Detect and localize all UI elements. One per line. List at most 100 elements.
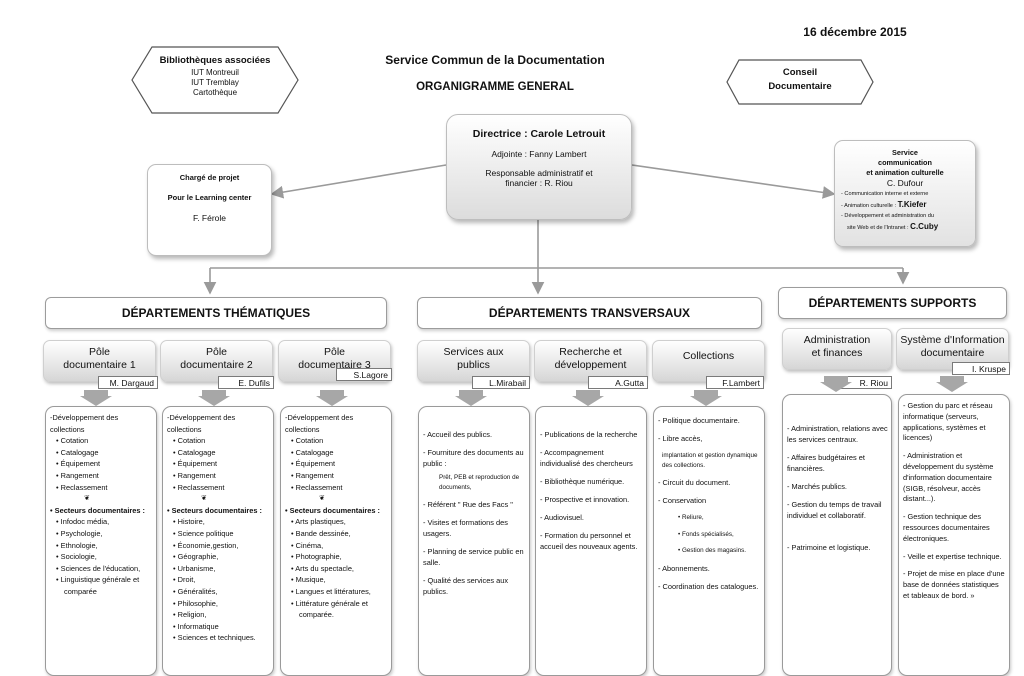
pole2-secteur: • Religion, xyxy=(173,610,207,620)
pole3-secteur: • Photographie, xyxy=(291,552,342,562)
pole2-secteur-text: Économie,gestion, xyxy=(177,540,239,550)
collections-conservation-sub-text: Fonds spécialisés, xyxy=(681,530,734,538)
collections-content: - Politique documentaire. - Libre accès,… xyxy=(653,406,765,676)
ornament-icon: ❦ xyxy=(84,495,90,503)
communication-item-name: T.Kiefer xyxy=(897,199,927,209)
pole1-intro-2: collections xyxy=(50,424,85,434)
pole3-secteur: • Arts du spectacle, xyxy=(291,563,354,573)
bibliotheques-item: IUT Montreuil xyxy=(191,68,239,77)
pole-label-1: Collections xyxy=(682,350,735,362)
communication-item: site Web et de l'Intranet : C.Cuby xyxy=(841,222,975,234)
pole2-secteur: • Économie,gestion, xyxy=(173,540,239,550)
services-sub: Prêt, PEB et reproduction de documents, xyxy=(439,474,520,491)
pole3-intro-1: -Développement des xyxy=(285,413,354,422)
pole2-secteur: • Science politique xyxy=(173,528,234,538)
collections-conservation-sub-text: Gestion des magasins. xyxy=(681,547,747,554)
administration-item: - Marchés publics. xyxy=(787,482,847,491)
pole1-secteur-text: Linguistique générale et xyxy=(60,575,140,585)
dept-thematiques: DÉPARTEMENTS THÉMATIQUES xyxy=(45,297,387,329)
pole2-secteur: • Philosophie, xyxy=(173,598,218,608)
projet-line2: Pour le Learning center xyxy=(167,193,252,202)
pole2-item: • Catalogage xyxy=(173,447,216,457)
communication-item: - Animation culturelle : T.Kiefer xyxy=(841,200,975,212)
pole3-item-text: Catalogage xyxy=(295,447,334,457)
recherche-content: - Publications de la recherche - Accompa… xyxy=(535,406,647,676)
pole3-item-text: Équipement xyxy=(295,459,336,469)
pole3-secteur: • Langues et littératures, xyxy=(291,586,371,596)
pole-label-1: Recherche et xyxy=(559,346,622,358)
pole3-secteur-text: Bande dessinée, xyxy=(295,528,351,538)
pole2-secteur-text: Droit, xyxy=(177,575,196,585)
collections-item: - Libre accès, xyxy=(658,434,703,443)
direction-box: Directrice : Carole Letrouit Adjointe : … xyxy=(446,114,632,220)
conseil-line2: Documentaire xyxy=(768,81,832,92)
down-arrow-icon xyxy=(572,390,604,406)
communication-item-text: - Développement et administration du xyxy=(841,213,934,219)
ornament-icon: ❦ xyxy=(201,495,207,503)
down-arrow-icon xyxy=(936,376,968,392)
communication-head: C. Dufour xyxy=(886,178,924,188)
pole1-secteurs-title: • Secteurs documentaires : xyxy=(50,505,146,515)
service-title: Service Commun de la Documentation xyxy=(385,53,605,67)
sid-item: - Administration et développement du sys… xyxy=(903,451,994,504)
pole-label-1: Services aux xyxy=(443,346,504,358)
pole1-secteur-text: Sociologie, xyxy=(60,552,97,562)
pole1-secteur: • Ethnologie, xyxy=(56,540,98,550)
collections-item: - Politique documentaire. xyxy=(658,416,740,425)
sid-item: - Gestion du parc et réseau informatique… xyxy=(903,401,993,443)
direction-responsable-1: Responsable administratif et xyxy=(485,168,593,178)
pole2-secteur-text: Informatique xyxy=(177,621,219,631)
pole-label-1: Système d'Information xyxy=(900,334,1005,346)
down-arrow-icon xyxy=(690,390,722,406)
pole2-secteur: • Urbanisme, xyxy=(173,563,216,573)
pole1-secteur: • Sciences de l'éducation, xyxy=(56,563,141,573)
pole2-secteurs-title: • Secteurs documentaires : xyxy=(167,505,263,515)
pole-tag: M. Dargaud xyxy=(98,376,158,389)
ornament-icon: ❦ xyxy=(319,495,325,503)
services-item: - Référent " Rue des Facs " xyxy=(423,500,513,509)
pole2-item: • Rangement xyxy=(173,470,216,480)
services-item: - Planning de service public en salle. xyxy=(423,547,524,567)
collections-conservation-sub: • Gestion des magasins. xyxy=(678,547,747,554)
services-item: - Accueil des publics. xyxy=(423,430,493,439)
pole3-secteur-text: Musique, xyxy=(295,575,326,585)
pole2-item: • Cotation xyxy=(173,436,206,446)
pole-label-2: développement xyxy=(554,359,627,371)
collections-item: - Abonnements. xyxy=(658,563,710,573)
pole2-secteur: • Sciences et techniques. xyxy=(173,633,256,643)
services-item: - Visites et formations des usagers. xyxy=(423,518,508,538)
sid-item: - Projet de mise en place d'une base de … xyxy=(903,569,1005,600)
pole1-item: • Reclassement xyxy=(56,482,108,492)
recherche-item: - Audiovisuel. xyxy=(540,513,584,522)
pole1-item: • Catalogage xyxy=(56,447,99,457)
pole1-secteur: • Infodoc média, xyxy=(56,517,110,527)
communication-box: Service communication et animation cultu… xyxy=(834,140,976,247)
pole2-item-text: Catalogage xyxy=(177,447,216,457)
dept-transversaux: DÉPARTEMENTS TRANSVERSAUX xyxy=(417,297,762,329)
communication-title-1: Service xyxy=(892,148,918,157)
pole1-intro-1: -Développement des xyxy=(50,413,119,422)
direction-title: Directrice : Carole Letrouit xyxy=(472,128,606,140)
communication-title-2: communication xyxy=(878,158,932,167)
pole3-secteur-text: Langues et littératures, xyxy=(295,586,371,596)
pole-box: Administration et finances xyxy=(782,328,892,370)
down-arrow-icon xyxy=(198,390,230,406)
pole1-item-text: Équipement xyxy=(60,459,101,469)
pole1-secteur-text: comparée xyxy=(64,586,97,596)
pole3-item-text: Rangement xyxy=(295,470,334,480)
collections-conservation-sub-text: Reliure, xyxy=(681,514,704,521)
pole2-secteur-text: Urbanisme, xyxy=(177,563,216,573)
pole3-secteur: comparée. xyxy=(285,609,388,621)
line-to-communication xyxy=(631,164,836,199)
pole2-item-text: Rangement xyxy=(177,470,216,480)
pole3-secteur-text: Cinéma, xyxy=(295,540,324,550)
pole1-secteur: • Sociologie, xyxy=(56,552,97,562)
administration-item: - Patrimoine et logistique. xyxy=(787,543,871,552)
pole-box: Services aux publics xyxy=(417,340,530,382)
down-arrow-icon xyxy=(820,376,852,392)
administration-item: - Affaires budgétaires et financières. xyxy=(787,453,865,473)
pole-label-1: Pôle xyxy=(88,346,110,358)
pole2-item: • Reclassement xyxy=(173,482,225,492)
collections-item: - Conservation xyxy=(658,496,707,505)
